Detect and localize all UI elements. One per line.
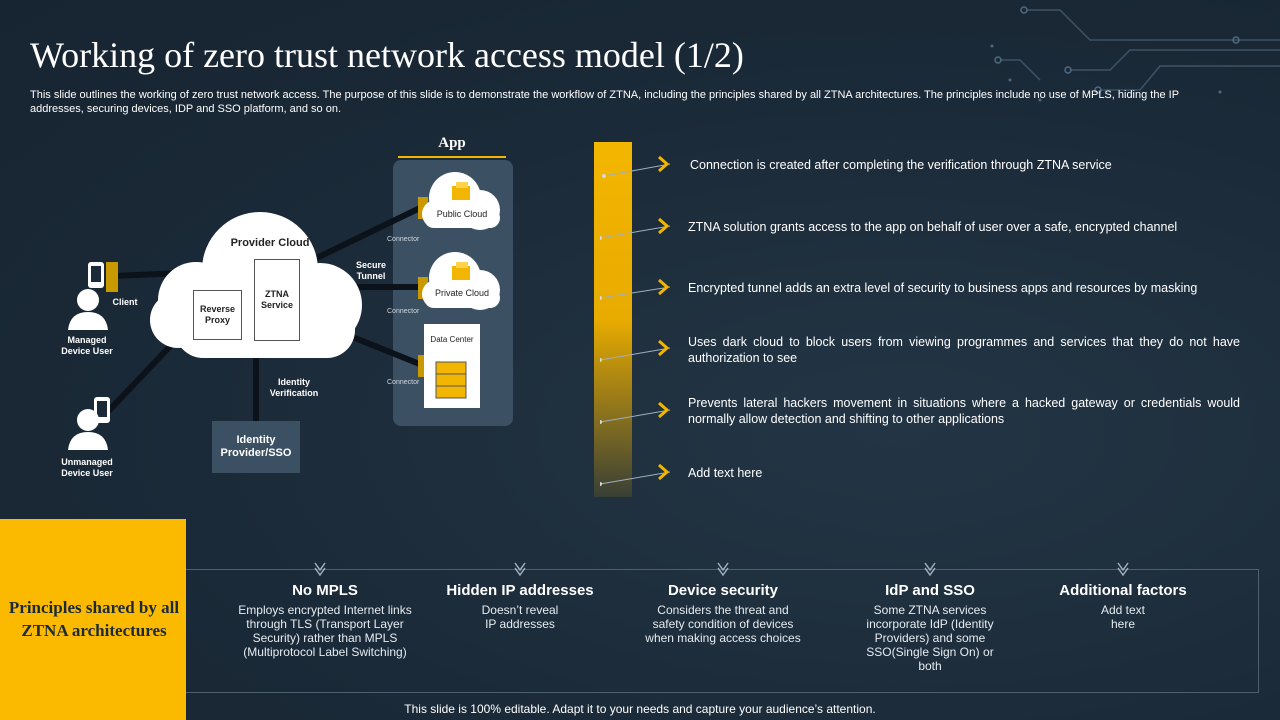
principle-device-security: Device security Considers the threat and… [628, 582, 818, 645]
point-item: Encrypted tunnel adds an extra level of … [688, 281, 1198, 295]
chevron-right-icon [658, 155, 670, 173]
connector-label: Connector [387, 379, 420, 386]
principle-no-mpls: No MPLS Employs encrypted Internet links… [230, 582, 420, 659]
points-accent-bar [594, 142, 632, 497]
principle-text: Some ZTNA services incorporate IdP (Iden… [866, 603, 994, 673]
circuit-decoration [990, 6, 1280, 102]
connector-label: Connector [387, 308, 420, 315]
identity-provider-box: Identity Provider/SSO [212, 421, 300, 473]
app-title: App [438, 135, 466, 151]
chevron-right-icon [658, 401, 670, 419]
point-item: Connection is created after completing t… [690, 158, 1112, 172]
down-arrow-icon [1117, 562, 1129, 577]
point-item: ZTNA solution grants access to the app o… [688, 220, 1178, 234]
chevron-right-icon [658, 278, 670, 296]
point-item: Uses dark cloud to block users from view… [688, 335, 1240, 365]
principles-title: Principles shared by all ZTNA architectu… [8, 598, 180, 640]
provider-cloud-label: Provider Cloud [230, 237, 310, 249]
principle-text: Doesn’t reveal IP addresses [481, 603, 559, 631]
down-arrow-icon [514, 562, 526, 577]
private-cloud-label: Private Cloud [434, 288, 490, 298]
point-item: Add text here [688, 466, 763, 480]
connector-label: Connector [387, 236, 420, 243]
points-connectors [600, 163, 671, 486]
managed-user-label: Managed Device User [61, 335, 113, 356]
down-arrow-icon [924, 562, 936, 577]
app-title-underline [398, 156, 506, 158]
principle-heading: Additional factors [1059, 582, 1187, 599]
principle-heading: Device security [667, 582, 779, 599]
chevron-right-icon [658, 339, 670, 357]
page-subtitle: This slide outlines the working of zero … [30, 89, 1179, 115]
chevron-right-icon [658, 217, 670, 235]
principle-heading: No MPLS [292, 582, 358, 599]
client-label: Client [112, 297, 138, 307]
identity-verification-label: Identity Verification [269, 377, 319, 398]
chevron-right-icon [658, 463, 670, 481]
principle-text: Employs encrypted Internet links through… [238, 603, 412, 659]
folder-icon [452, 182, 470, 200]
unmanaged-user-label: Unmanaged Device User [61, 457, 113, 478]
down-arrow-icon [717, 562, 729, 577]
server-icon [435, 361, 467, 399]
managed-user-icon [68, 289, 108, 330]
principle-heading: IdP and SSO [885, 582, 975, 599]
point-item: Prevents lateral hackers movement in sit… [688, 396, 1240, 426]
principle-text: Add text here [1100, 603, 1146, 631]
ztna-service-box: ZTNA Service [254, 259, 300, 341]
secure-tunnel-label: Secure Tunnel [355, 260, 387, 281]
principle-additional-factors: Additional factors Add text here [1028, 582, 1218, 631]
principles-title-box [0, 519, 186, 720]
principle-idp-sso: IdP and SSO Some ZTNA services incorpora… [835, 582, 1025, 673]
principle-text: Considers the threat and safety conditio… [645, 603, 801, 645]
reverse-proxy-box: Reverse Proxy [193, 290, 242, 340]
folder-icon [452, 262, 470, 280]
footer-note: This slide is 100% editable. Adapt it to… [404, 702, 876, 716]
phone-icon [88, 262, 104, 288]
data-center-label: Data Center [430, 335, 474, 344]
unmanaged-user-icon [68, 409, 108, 450]
principle-hidden-ip: Hidden IP addresses Doesn’t reveal IP ad… [425, 582, 615, 631]
page-title: Working of zero trust network access mod… [30, 35, 744, 75]
principle-heading: Hidden IP addresses [446, 582, 594, 599]
down-arrow-icon [314, 562, 326, 577]
public-cloud-label: Public Cloud [436, 209, 488, 219]
